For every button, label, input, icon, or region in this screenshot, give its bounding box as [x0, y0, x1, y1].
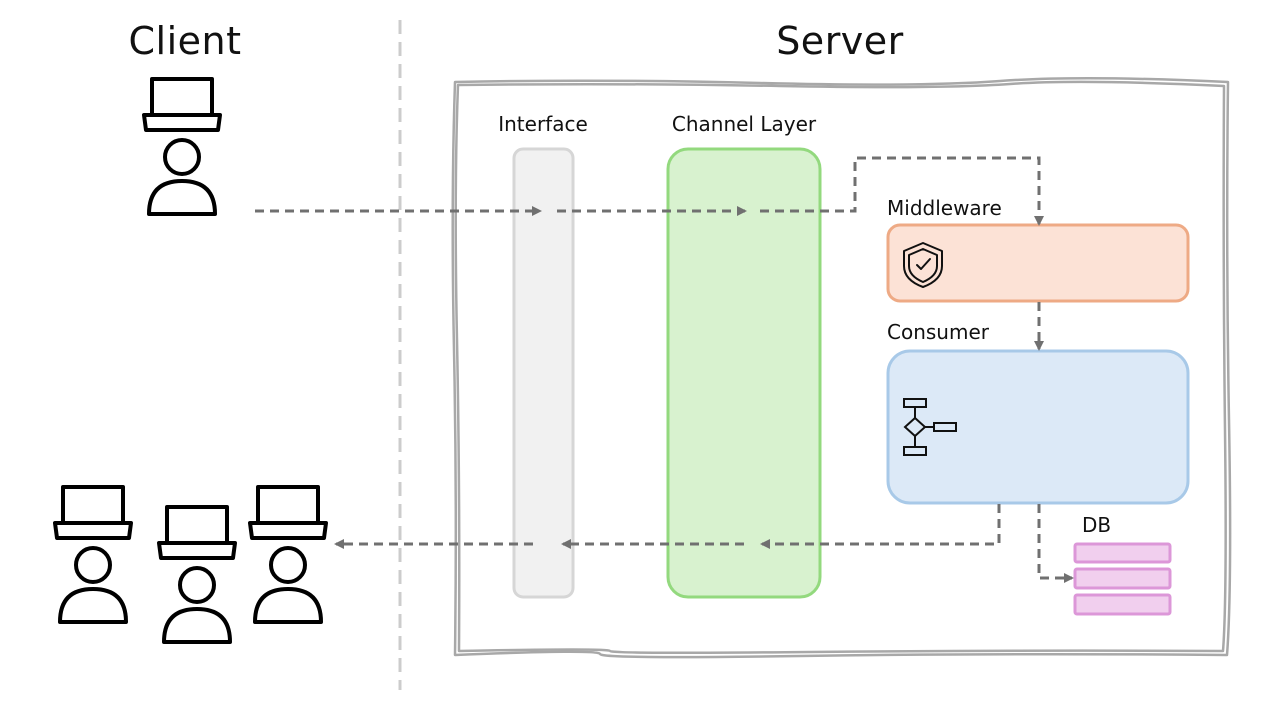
interface-label: Interface: [498, 112, 588, 136]
database-stack-icon: [1073, 542, 1172, 616]
shield-check-icon: [903, 242, 943, 288]
channel-layer-block: [666, 147, 822, 599]
flowchart-icon: [903, 398, 957, 456]
client-heading: Client: [128, 19, 241, 63]
client-user-icon: [53, 485, 133, 624]
client-user-icon: [248, 485, 328, 624]
client-user-icon: [142, 77, 222, 216]
request-flow: [255, 156, 1044, 351]
client-user-icon: [157, 505, 237, 644]
middleware-block: [886, 223, 1190, 303]
response-flow: [334, 504, 1001, 549]
middleware-label: Middleware: [887, 196, 1002, 220]
consumer-label: Consumer: [887, 320, 990, 344]
channel-layer-label: Channel Layer: [672, 112, 817, 136]
consumer-block: [886, 349, 1190, 505]
server-heading: Server: [776, 19, 904, 63]
interface-block: [512, 147, 575, 599]
db-flow: [1037, 504, 1074, 583]
db-label: DB: [1082, 513, 1111, 537]
